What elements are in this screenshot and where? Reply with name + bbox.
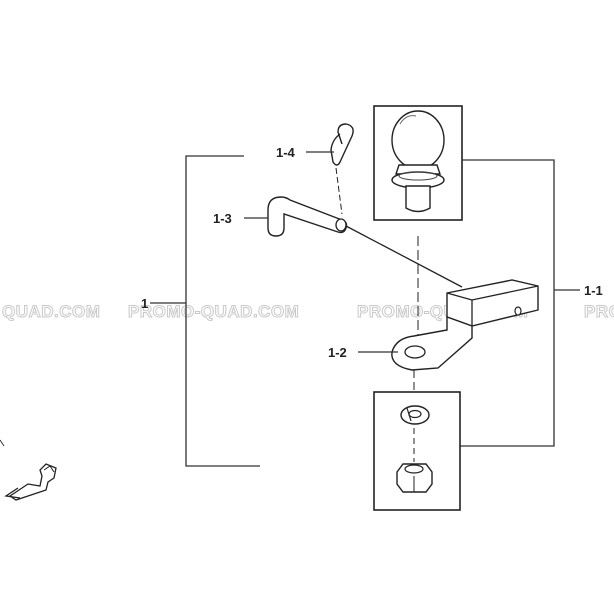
group-bracket-1 [150, 155, 260, 467]
front-direction-arrow-icon [4, 463, 57, 501]
hair-clip-part [330, 123, 354, 166]
hitch-ball-inset [373, 105, 463, 221]
callout-1-2: 1-2 [328, 345, 347, 360]
callout-1-1: 1-1 [584, 283, 603, 298]
edge-mark [0, 439, 5, 447]
group-bracket-1-1 [458, 159, 580, 447]
watermark-text: QUAD.COM [2, 302, 100, 321]
watermark-text: PROMO-QUAD.COM [128, 302, 299, 321]
callout-1: 1 [141, 296, 148, 311]
drawbar-part [391, 279, 539, 371]
callout-1-3: 1-3 [213, 211, 232, 226]
callout-1-4: 1-4 [276, 145, 296, 160]
hitch-pin-part [267, 196, 348, 237]
washer-nut-inset [373, 391, 461, 511]
watermark-text: PRO [584, 302, 614, 321]
